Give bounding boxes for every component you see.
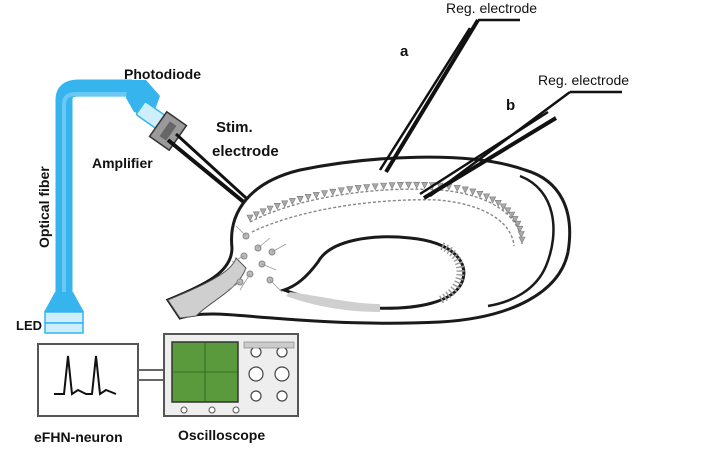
oscilloscope-label: Oscilloscope <box>178 427 265 443</box>
led-connector <box>44 311 84 334</box>
amplifier-label: Amplifier <box>92 155 153 171</box>
pyramidal-cell-mark <box>494 199 502 207</box>
spike-waveform-icon <box>54 355 117 396</box>
hippocampus-slice <box>165 155 572 325</box>
optical-fiber <box>44 79 132 312</box>
pyramidal-cell-mark <box>413 181 421 189</box>
pyramidal-cell-mark <box>281 200 289 208</box>
pyramidal-cell-mark <box>516 225 524 233</box>
pyramidal-cell-mark <box>453 184 461 192</box>
pyramidal-cell-mark <box>354 185 362 193</box>
pyramidal-cell-mark <box>259 208 267 216</box>
pyramidal-cell-mark <box>469 188 477 196</box>
pyramidal-cell-mark <box>388 182 396 190</box>
pyramidal-cell-mark <box>461 186 469 194</box>
pyramidal-cell-mark <box>252 211 260 219</box>
pyramidal-cell-mark <box>499 203 507 211</box>
pyramidal-cell-mark <box>304 193 312 201</box>
stim-electrode-label-2: electrode <box>212 143 279 160</box>
oscilloscope-icon <box>163 333 299 417</box>
optical-fiber-label: Optical fiber <box>36 166 52 248</box>
pyramidal-cell-mark <box>321 190 328 198</box>
photodiode-label: Photodiode <box>124 66 201 82</box>
pyramidal-cell-mark <box>508 211 516 219</box>
pyramidal-cell-mark <box>396 182 404 190</box>
reg-electrode-a-label: Reg. electrode <box>446 0 537 16</box>
pyramidal-cell-mark <box>514 220 522 228</box>
pyramidal-cell-mark <box>288 198 296 206</box>
pyramidal-cell-mark <box>346 186 354 194</box>
efhn-neuron-label: eFHN-neuron <box>34 429 123 445</box>
stim-electrode-label-1: Stim. <box>216 119 253 136</box>
pyramidal-cell-mark <box>296 195 304 203</box>
marker-a: a <box>400 43 409 60</box>
pyramidal-cell-mark <box>329 188 337 196</box>
pyramidal-cell-mark <box>246 214 254 222</box>
pyramidal-cell-mark <box>371 183 379 191</box>
pyramidal-cell-mark <box>363 184 371 192</box>
connector-cable <box>138 369 164 381</box>
reg-electrode-b-label: Reg. electrode <box>538 72 629 88</box>
pyramidal-cell-mark <box>518 236 526 244</box>
recording-electrode-a <box>378 18 520 174</box>
pyramidal-cell-mark <box>405 181 413 189</box>
pyramidal-cell-mark <box>421 181 429 189</box>
pyramidal-cell-mark <box>266 205 274 213</box>
recording-electrode-b <box>419 90 622 200</box>
marker-b: b <box>506 97 515 114</box>
pyramidal-cell-mark <box>312 192 320 200</box>
amplifier-block <box>148 110 188 152</box>
pyramidal-cell-mark <box>517 231 525 239</box>
pyramidal-cell-mark <box>489 196 497 204</box>
pyramidal-cell-mark <box>476 190 484 198</box>
pyramidal-cell-mark <box>380 182 388 190</box>
pyramidal-cell-mark <box>273 203 281 210</box>
pyramidal-cell-mark <box>337 187 345 195</box>
efhn-neuron-box <box>37 343 139 417</box>
pyramidal-cell-mark <box>511 216 519 224</box>
led-label: LED <box>16 318 42 333</box>
pyramidal-cell-mark <box>483 193 490 201</box>
pyramidal-cell-mark <box>504 207 512 215</box>
